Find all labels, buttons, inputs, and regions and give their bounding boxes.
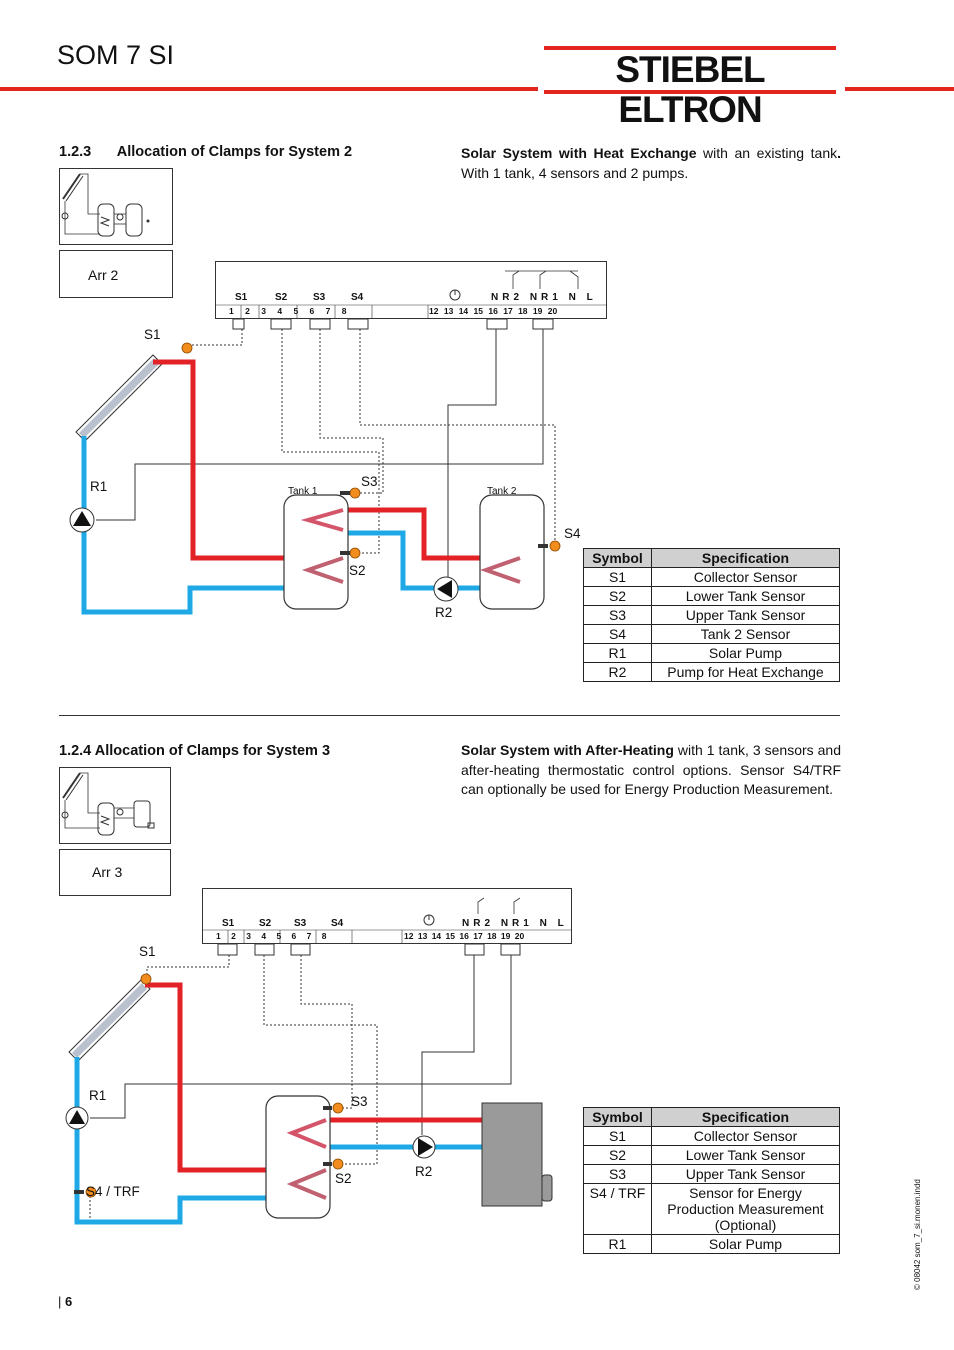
section-heading-system3: 1.2.4 Allocation of Clamps for System 3 bbox=[59, 743, 330, 759]
label-s1: S1 bbox=[144, 327, 161, 342]
system3-thumbnail bbox=[59, 767, 171, 844]
system3-description: Solar System with After-Heating with 1 t… bbox=[461, 741, 841, 800]
terminal-numbers-left: 1 2 3 4 5 6 7 8 bbox=[229, 306, 347, 316]
system2-thumbnail bbox=[59, 168, 173, 245]
label-s2: S2 bbox=[335, 1171, 352, 1186]
system3-schematic bbox=[65, 943, 553, 1225]
terminal-right-labels: NR2 NR1 N L bbox=[491, 292, 597, 303]
header-rule-right bbox=[845, 87, 954, 91]
col-specification: Specification bbox=[651, 1107, 840, 1127]
label-s2: S2 bbox=[349, 563, 366, 578]
terminal-s1: S1 bbox=[222, 918, 235, 929]
terminal-numbers-left: 1 2 3 4 5 6 7 8 bbox=[216, 931, 327, 941]
label-r2: R2 bbox=[415, 1164, 433, 1179]
system2-schematic bbox=[69, 318, 561, 615]
label-s3: S3 bbox=[351, 1094, 368, 1109]
desc-text: with 1 tank, 3 sensors and after-heating… bbox=[461, 742, 841, 797]
system2-description: Solar System with Heat Exchange with an … bbox=[461, 144, 841, 183]
page-number: | 6 bbox=[58, 1294, 73, 1309]
terminal-s3: S3 bbox=[313, 292, 326, 303]
section-number: 1.2.4 bbox=[59, 743, 92, 759]
desc-text-2: With 1 tank, 4 sensors and 2 pumps. bbox=[461, 164, 689, 181]
desc-dot: . bbox=[837, 145, 841, 161]
file-reference: © 08042 som_7_si.monen.indd bbox=[913, 1179, 922, 1290]
desc-text: with an existing tank bbox=[696, 145, 838, 161]
section-divider bbox=[59, 715, 840, 716]
label-s4-trf: S4 / TRF bbox=[86, 1184, 140, 1199]
label-r1: R1 bbox=[89, 1088, 107, 1103]
desc-bold: Solar System with Heat Exchange bbox=[461, 145, 697, 161]
col-symbol: Symbol bbox=[583, 548, 652, 568]
terminal-s2: S2 bbox=[275, 292, 288, 303]
label-s3: S3 bbox=[361, 474, 378, 489]
section-heading-system2: 1.2.3 Allocation of Clamps for System 2 bbox=[59, 144, 352, 160]
terminal-s2: S2 bbox=[259, 918, 272, 929]
label-s1: S1 bbox=[139, 944, 156, 959]
document-title: SOM 7 SI bbox=[57, 40, 175, 70]
section-number: 1.2.3 bbox=[59, 144, 92, 160]
terminal-block-system3: S1 S2 S3 S4 NR2 NR1 N L 1 2 3 4 5 6 7 8 … bbox=[202, 888, 572, 944]
section-title: Allocation of Clamps for System 2 bbox=[116, 144, 353, 160]
terminal-right-labels: NR2 NR1 N L bbox=[462, 918, 568, 929]
section-title: Allocation of Clamps for System 3 bbox=[94, 743, 331, 759]
arr-label: Arr 3 bbox=[92, 864, 123, 880]
terminal-s1: S1 bbox=[235, 292, 248, 303]
thumbnail-schematic-icon bbox=[61, 173, 150, 237]
label-s4: S4 bbox=[564, 526, 581, 541]
arr3-box: Arr 3 bbox=[59, 849, 171, 896]
label-r2: R2 bbox=[435, 605, 453, 620]
header-rule-left bbox=[0, 87, 538, 91]
brand-logo: STIEBEL ELTRON bbox=[544, 46, 836, 130]
terminal-s4: S4 bbox=[351, 292, 364, 303]
thumbnail-schematic-icon bbox=[61, 772, 155, 836]
terminal-numbers-right: 12 13 14 15 16 17 18 19 20 bbox=[429, 306, 558, 316]
col-symbol: Symbol bbox=[583, 1107, 652, 1127]
label-tank2: Tank 2 bbox=[487, 486, 517, 497]
terminal-block-system2: S1 S2 S3 S4 NR2 NR1 N L 1 2 3 4 5 6 7 8 … bbox=[215, 261, 607, 319]
label-r1: R1 bbox=[90, 479, 108, 494]
terminal-s3: S3 bbox=[294, 918, 307, 929]
terminal-numbers-right: 12 13 14 15 16 17 18 19 20 bbox=[404, 931, 525, 941]
desc-bold: Solar System with After-Heating bbox=[461, 742, 674, 758]
arr-label: Arr 2 bbox=[88, 267, 119, 283]
arr2-box: Arr 2 bbox=[59, 250, 173, 298]
col-specification: Specification bbox=[651, 548, 840, 568]
label-tank1: Tank 1 bbox=[288, 486, 318, 497]
terminal-s4: S4 bbox=[331, 918, 344, 929]
